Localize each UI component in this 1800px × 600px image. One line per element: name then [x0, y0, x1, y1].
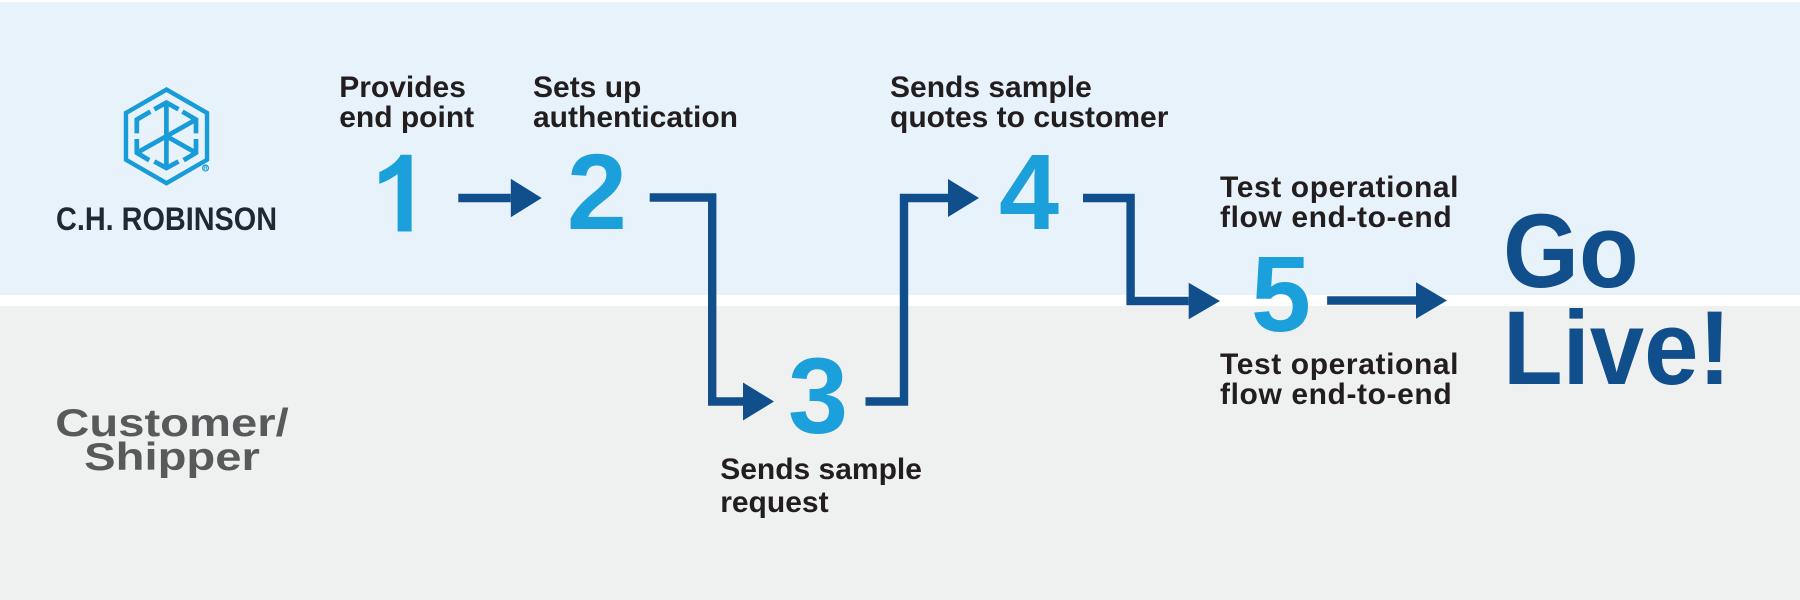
svg-text:R: R: [203, 166, 208, 172]
